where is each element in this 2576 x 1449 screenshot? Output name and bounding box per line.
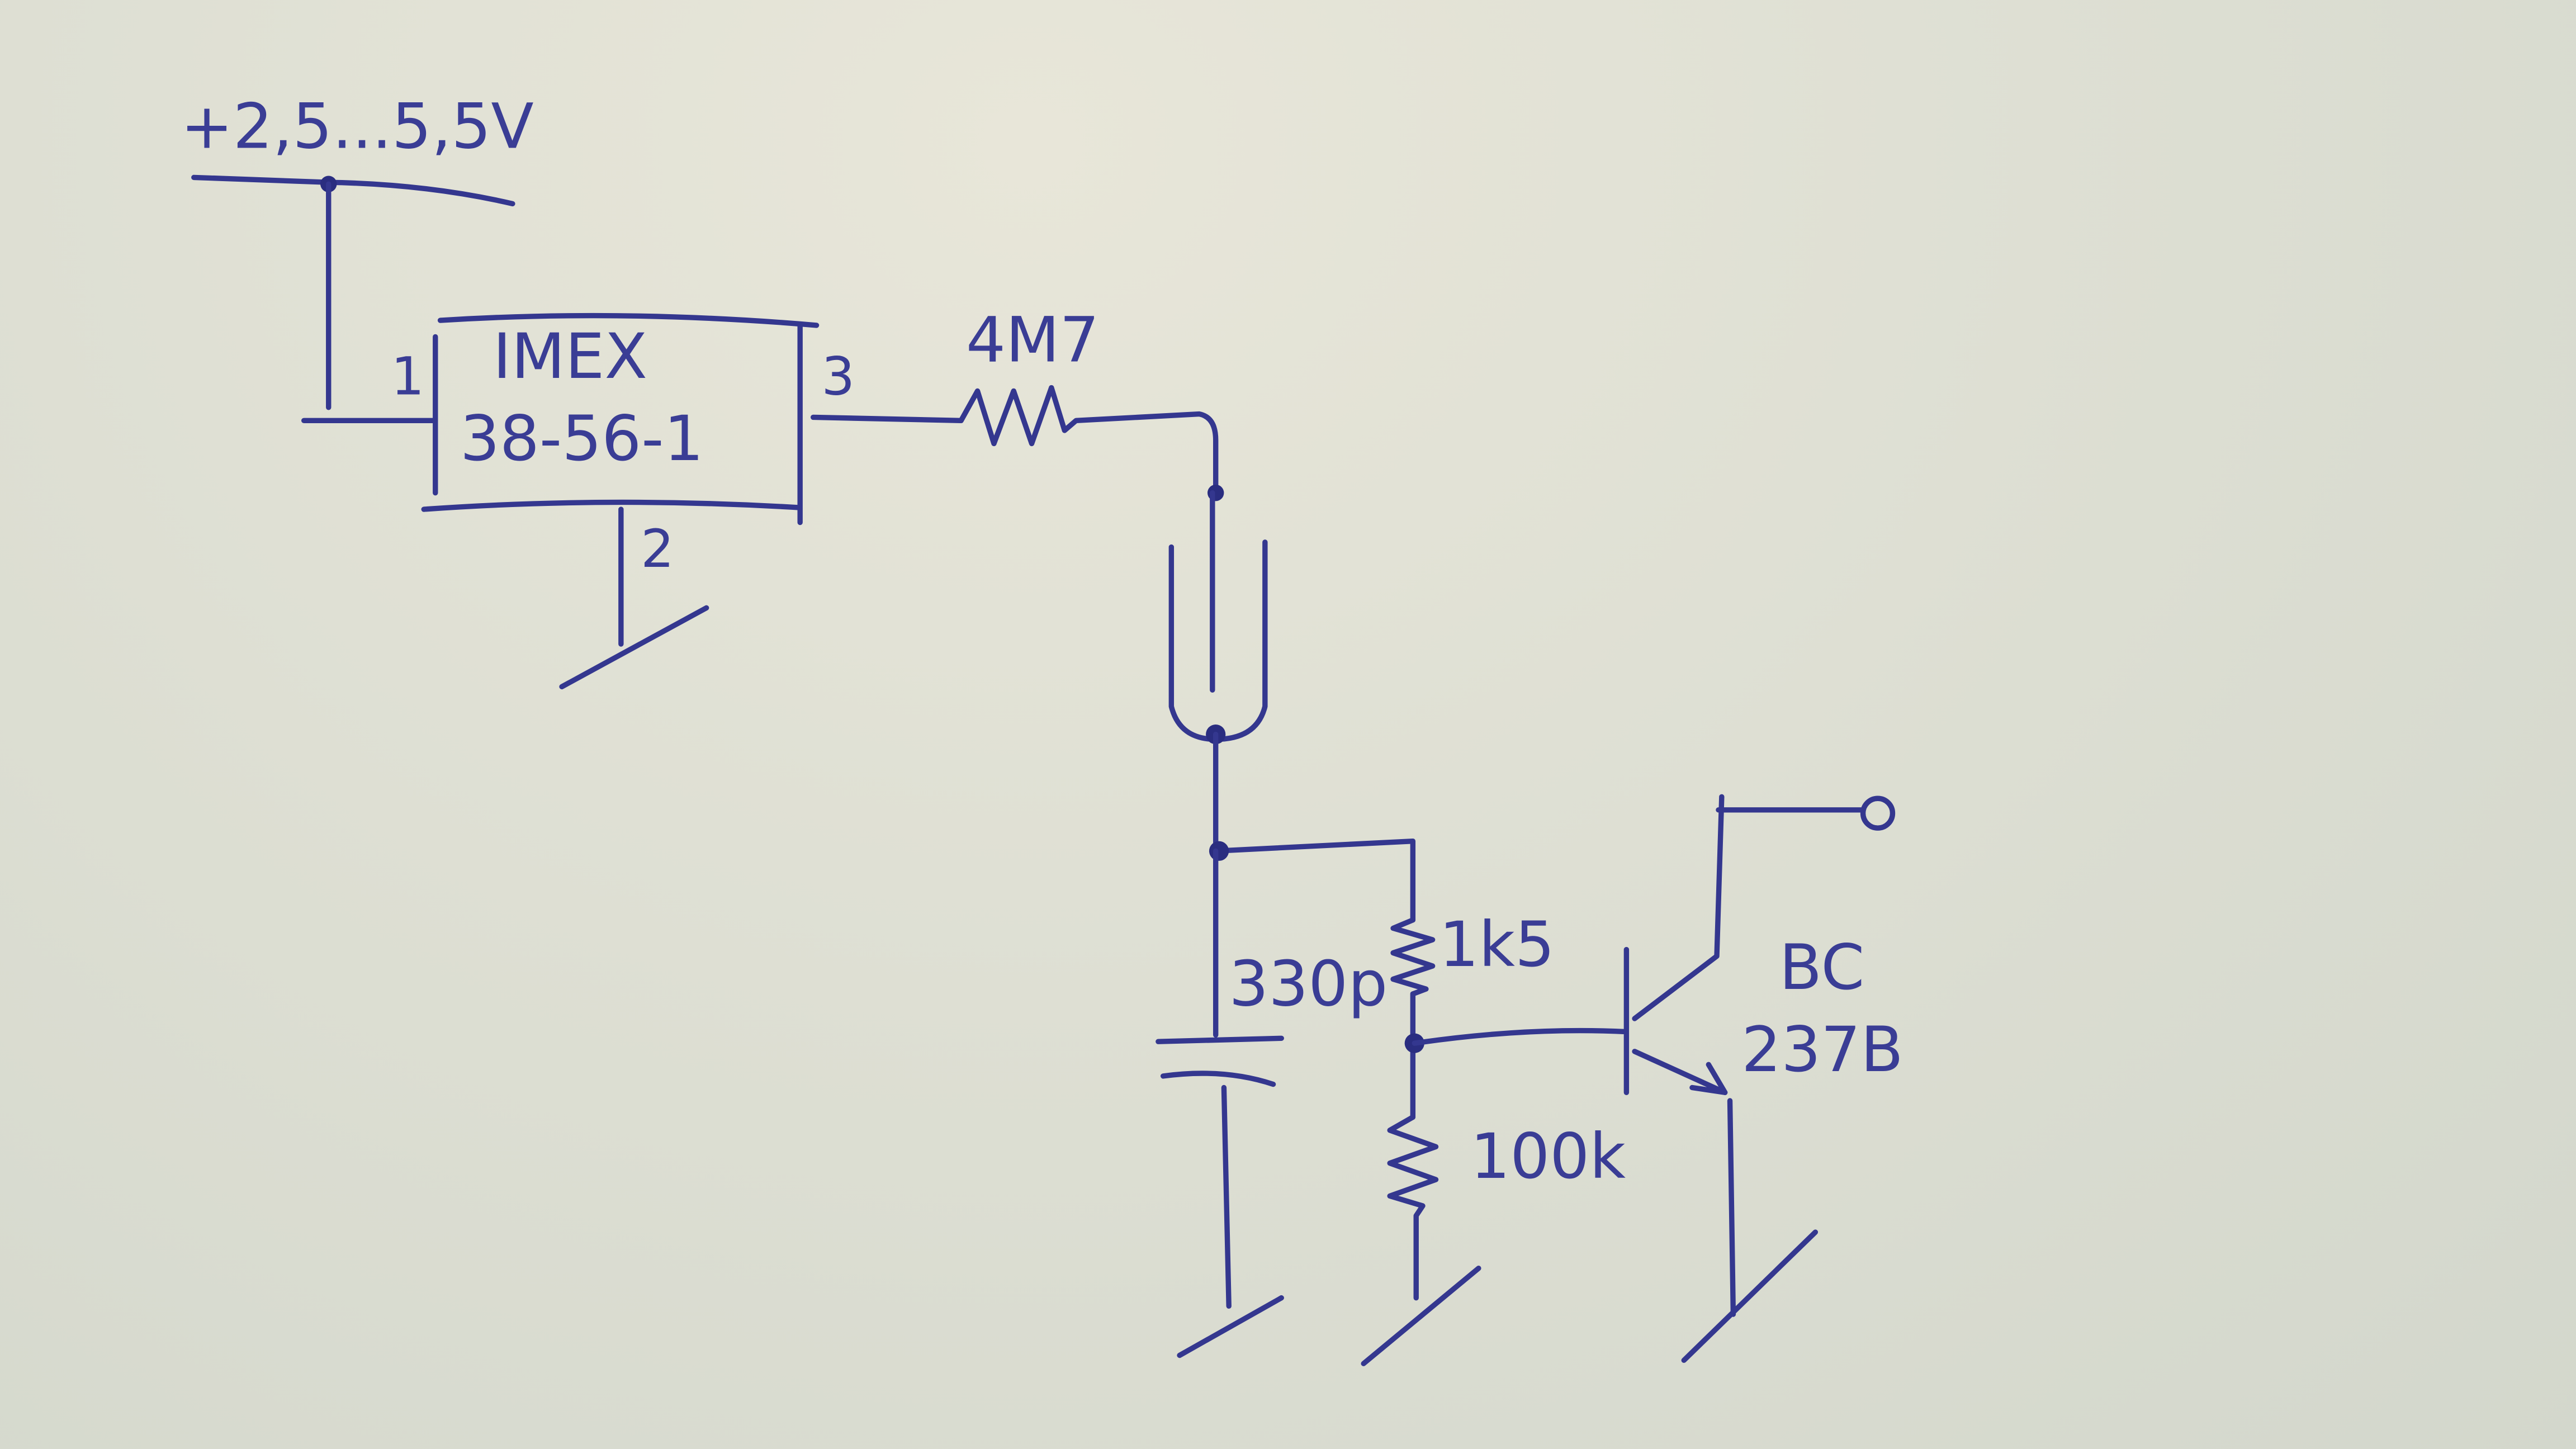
transistor-label-line1: BC	[1779, 931, 1865, 1004]
transducer	[1168, 490, 1268, 742]
ground-emitter	[1681, 1229, 1819, 1363]
transistor-bc237b	[1412, 794, 1864, 1317]
ic-pin1-label: 1	[391, 346, 424, 407]
resistor-1k5-label: 1k5	[1439, 908, 1555, 981]
resistor-4m7	[810, 385, 1219, 496]
junction-dot	[1209, 841, 1229, 861]
ic-name: IMEX	[493, 320, 647, 393]
ground-100k	[1361, 1266, 1481, 1366]
capacitor-330p-label: 330p	[1229, 948, 1388, 1021]
ic-pin3-label: 3	[821, 346, 855, 407]
resistor-1k5	[1390, 917, 1436, 1120]
resistor-100k-label: 100k	[1470, 1120, 1626, 1193]
ic-pin2-label: 2	[641, 519, 674, 580]
resistor-100k	[1387, 1114, 1439, 1301]
resistor-4m7-label: 4M7	[966, 304, 1099, 377]
supply-rail	[191, 174, 515, 207]
ground-ic	[559, 506, 709, 690]
transistor-label-line2: 237B	[1741, 1014, 1903, 1086]
ground-capacitor	[1177, 1295, 1284, 1358]
capacitor-330p	[1156, 848, 1284, 1309]
ic-part: 38-56-1	[460, 402, 704, 475]
ic-box	[421, 312, 820, 525]
output-terminal	[1860, 795, 1896, 831]
wire	[1213, 731, 1416, 923]
supply-label: +2,5...5,5V	[181, 90, 534, 163]
wire-supply-to-pin1	[301, 181, 438, 424]
